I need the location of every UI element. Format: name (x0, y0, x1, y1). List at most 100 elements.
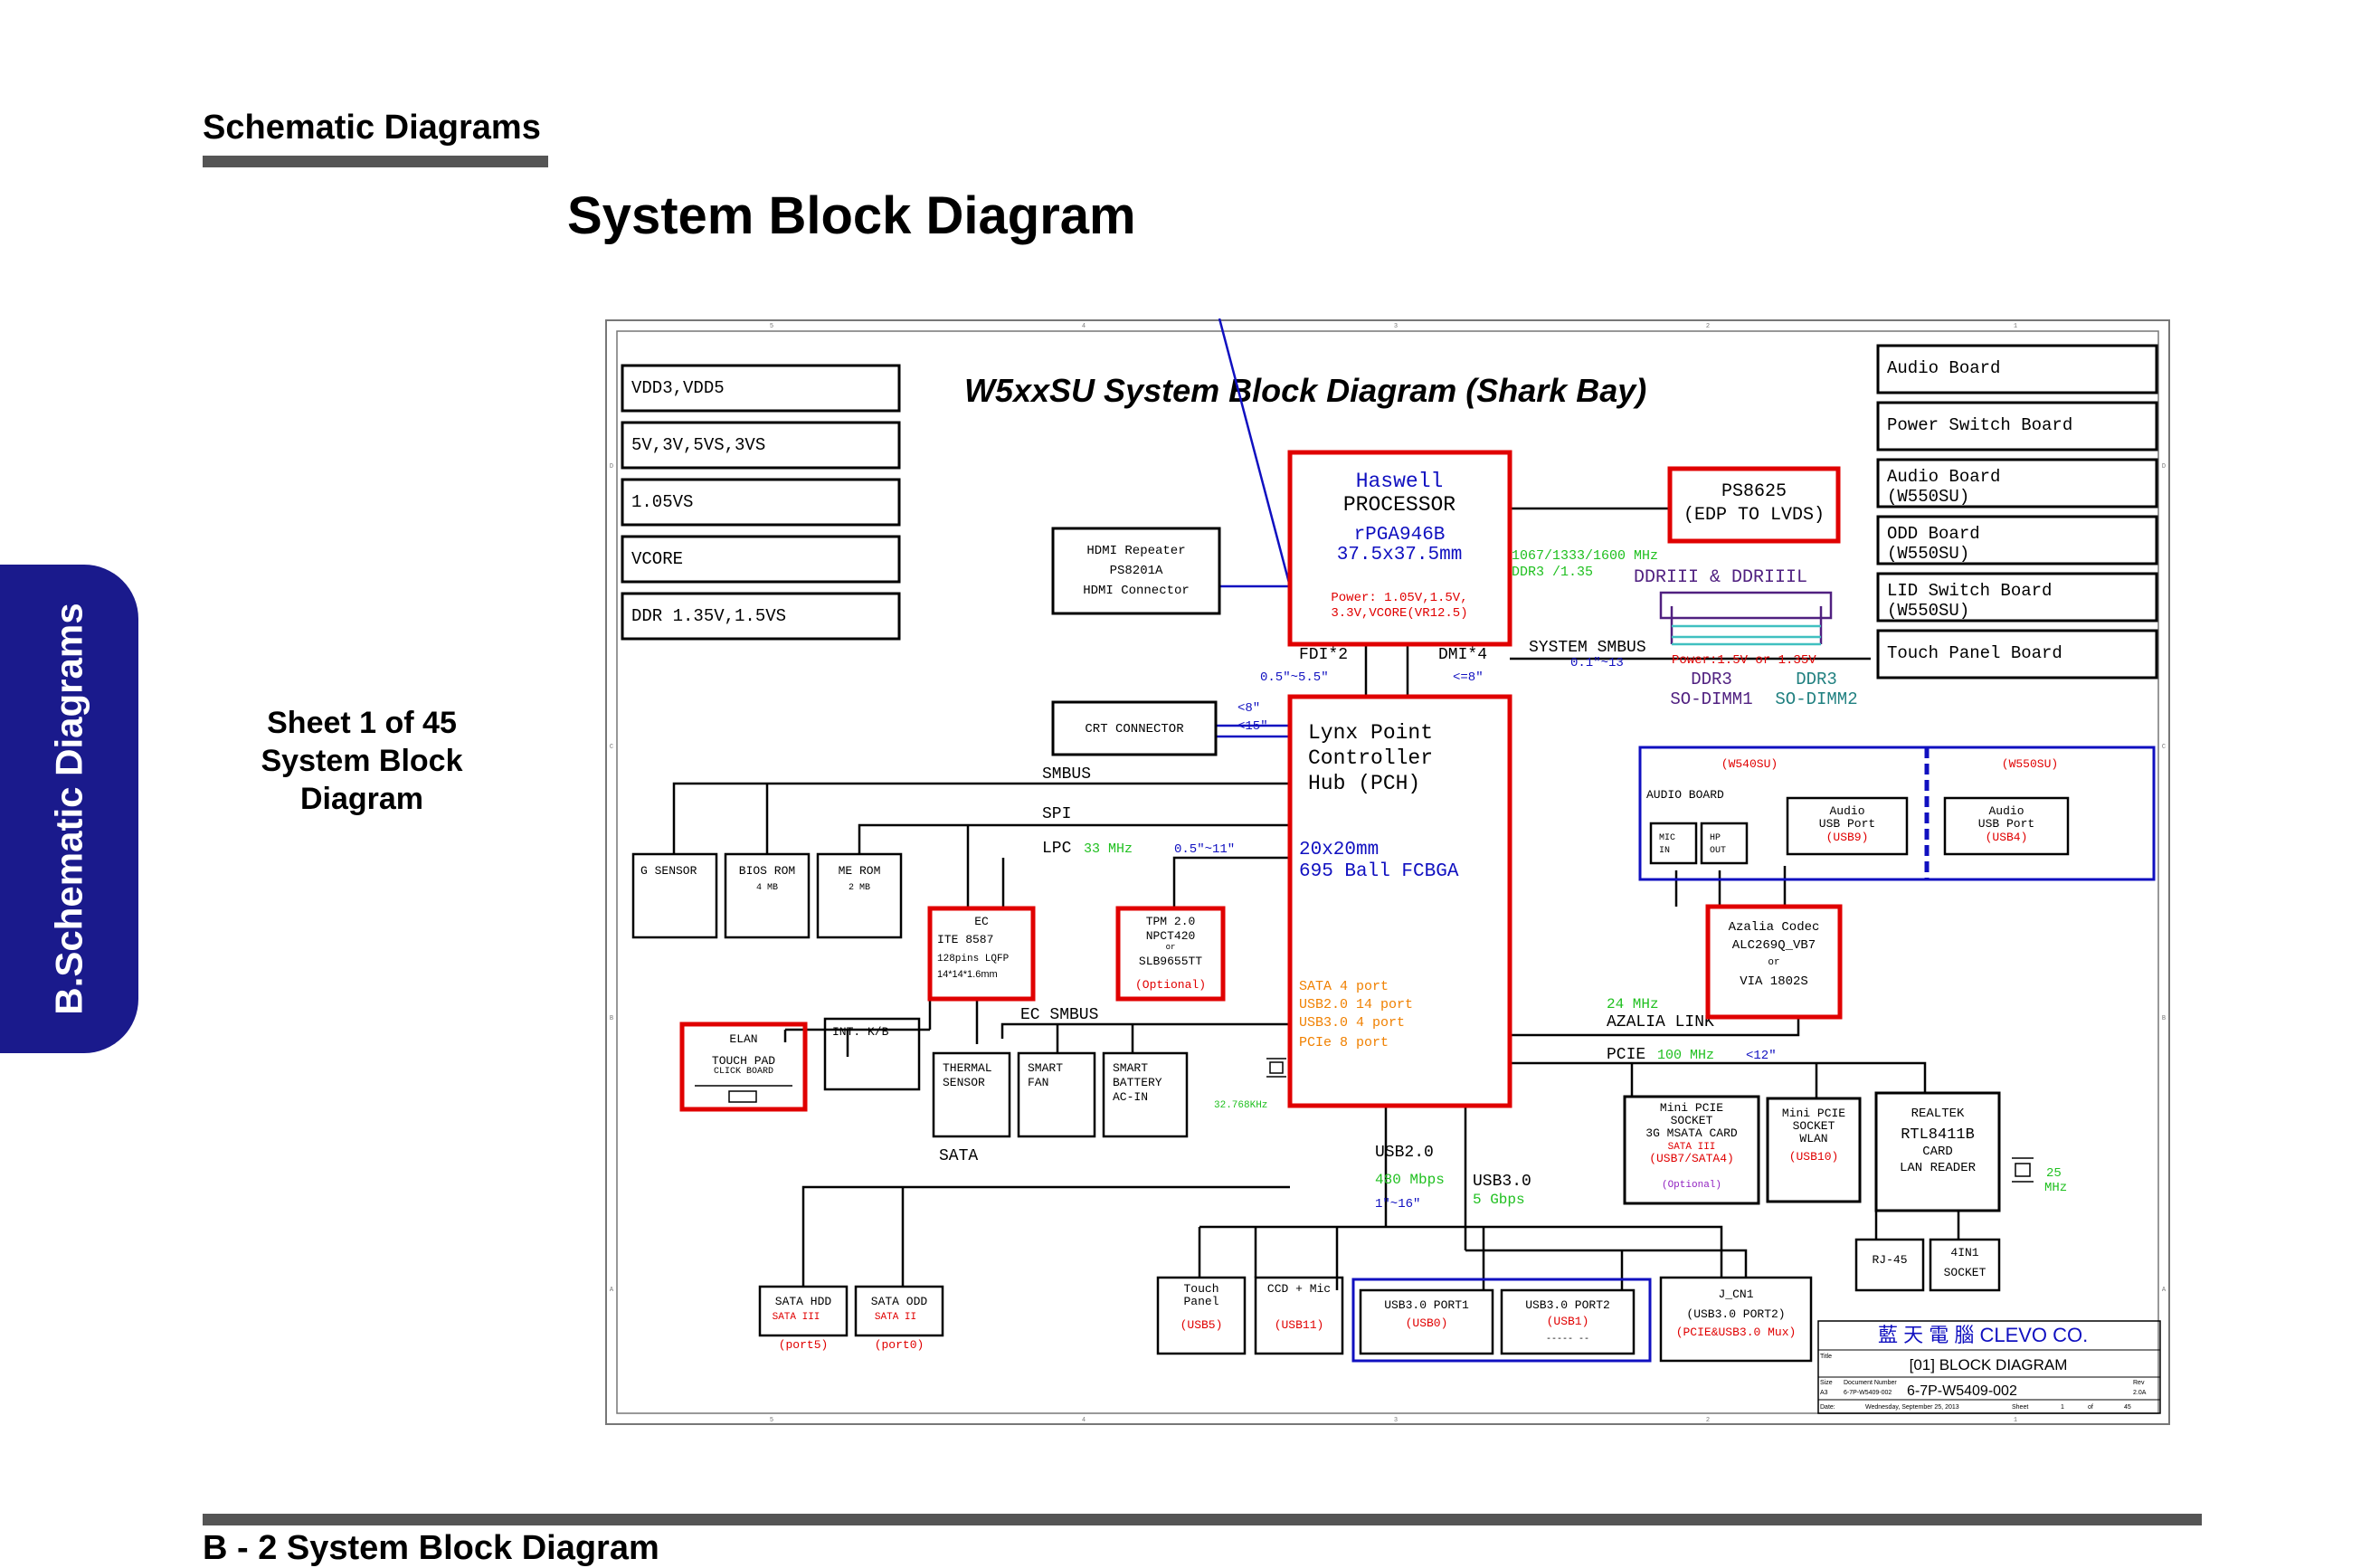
hdmi-label: HDMI Repeater (1086, 544, 1185, 558)
ccd-label: CCD + Mic (1267, 1282, 1331, 1296)
date-value: Wednesday, September 25, 2013 (1865, 1404, 1959, 1411)
ddr-volt: DDR3 /1.35 (1512, 565, 1593, 580)
border-num: 1 (2014, 1417, 2017, 1424)
ps8625-block: PS8625 (EDP TO LVDS) (1667, 466, 1841, 544)
jcn1-label: J_CN1 (1718, 1288, 1753, 1301)
smbus-length: 0.1"~13 (1570, 656, 1624, 670)
link-labels: FDI*2 DMI*4 0.5"~5.5" <=8" SYSTEM SMBUS … (939, 639, 2067, 1212)
side-tab-label: B.Schematic Diagrams (47, 603, 90, 1015)
ec-label: EC (974, 915, 989, 928)
hdmi-block: HDMI Repeater PS8201A HDMI Connector (1051, 527, 1221, 615)
usb2-speed: 480 Mbps (1375, 1172, 1445, 1188)
msata-label: (USB7/SATA4) (1649, 1152, 1734, 1165)
title-label: Title (1820, 1354, 1832, 1360)
tpm-label: TPM 2.0 (1146, 915, 1196, 928)
audio-usb4-label: (USB4) (1986, 831, 2028, 844)
codec-label: Azalia Codec (1729, 920, 1820, 935)
border-letter: D (610, 463, 613, 470)
bus-lines (672, 507, 1960, 1290)
pch-label: Lynx Point (1308, 721, 1433, 745)
elan-label: TOUCH PAD (712, 1054, 775, 1068)
crt-length: <15" (1237, 719, 1268, 734)
tpm-label: NPCT420 (1146, 929, 1196, 943)
side-tab[interactable]: B.Schematic Diagrams (0, 565, 138, 1053)
cpu-power: Power: 1.05V,1.5V, (1331, 591, 1467, 605)
battery-label: SMART (1113, 1061, 1148, 1075)
elan-block: ELAN TOUCH PAD CLICK BOARD (679, 1022, 808, 1112)
azalia-label: AZALIA LINK (1607, 1013, 1714, 1031)
frame-outer (605, 319, 2170, 1425)
lan-label: RTL8411B (1901, 1126, 1975, 1144)
border-num: 4 (1082, 323, 1086, 330)
msata-label: Mini PCIE (1660, 1101, 1723, 1115)
sheet-value: 1 (2061, 1404, 2064, 1411)
ec-block: EC ITE 8587 128pins LQFP 14*14*1.6mm (927, 906, 1036, 1002)
board-label: ODD Board (1887, 524, 1980, 544)
usb3-label: USB3.0 (1473, 1173, 1531, 1191)
pch-feature: USB2.0 14 port (1299, 997, 1413, 1012)
lan-block: REALTEK RTL8411B CARD LAN READER (1874, 1091, 2001, 1212)
company-name: 藍 天 電 腦 CLEVO CO. (1878, 1324, 2088, 1346)
touch-panel-label: Touch (1183, 1282, 1218, 1296)
msata-label: SOCKET (1671, 1114, 1713, 1127)
usb-port1-label: USB3.0 PORT1 (1384, 1298, 1469, 1312)
pcie-length: <12" (1746, 1049, 1777, 1063)
pch-package: 695 Ball FCBGA (1299, 861, 1459, 882)
ec-label: 14*14*1.6mm (937, 969, 998, 980)
pcie-label: PCIE (1607, 1046, 1645, 1064)
usb-port1-label: (USB0) (1406, 1316, 1448, 1330)
bios-rom-size: 4 MB (756, 883, 778, 893)
fan-label: FAN (1028, 1076, 1048, 1089)
pch-feature: USB3.0 4 port (1299, 1015, 1405, 1031)
rail-box (621, 364, 901, 413)
border-num: 5 (770, 323, 773, 330)
sata-label: SATA (939, 1147, 978, 1165)
rail-box (621, 535, 901, 584)
size-value: A3 (1820, 1390, 1828, 1396)
border-num: 4 (1082, 1417, 1086, 1424)
doc-number: 6-7P-W5409-002 (1907, 1383, 2017, 1399)
usb3-speed: 5 Gbps (1473, 1192, 1525, 1208)
rom-blocks: G SENSOR BIOS ROM 4 MB ME ROM 2 MB (631, 852, 903, 939)
rail-box (621, 421, 901, 470)
lan-label: LAN READER (1900, 1161, 1977, 1175)
tpm-label: (Optional) (1135, 978, 1206, 992)
rail-label: DDR 1.35V,1.5VS (631, 606, 786, 626)
pch-feature: SATA 4 port (1299, 979, 1389, 994)
crt-length: <8" (1237, 701, 1260, 716)
lan-label: REALTEK (1911, 1107, 1965, 1121)
ec-label: 128pins LQFP (937, 954, 1010, 965)
azalia-freq: 24 MHz (1607, 996, 1659, 1012)
codec-label: VIA 1802S (1740, 974, 1808, 989)
board-box (1876, 629, 2158, 679)
keyboard-label: INT. K/B (832, 1025, 889, 1039)
touch-panel-label: (USB5) (1181, 1318, 1223, 1332)
rail-label: 1.05VS (631, 492, 693, 512)
rail-label: VCORE (631, 549, 683, 569)
tpm-label: SLB9655TT (1139, 955, 1202, 968)
tpm-label: or (1166, 943, 1176, 952)
wlan-label: Mini PCIE (1782, 1107, 1845, 1120)
usb-devices: Touch Panel (USB5) CCD + Mic (USB11) USB… (1156, 1276, 1813, 1363)
border-letter: B (2162, 1015, 2166, 1022)
crystal-25-unit: MHz (2044, 1181, 2067, 1195)
crt-label: CRT CONNECTOR (1085, 722, 1184, 736)
ec-smbus-label: EC SMBUS (1020, 1006, 1098, 1024)
wlan-label: WLAN (1799, 1132, 1827, 1145)
ccd-label: (USB11) (1275, 1318, 1324, 1332)
ec-peripherals: THERMAL SENSOR SMART FAN SMART BATTERY A… (932, 1051, 1189, 1138)
wlan-label: (USB10) (1789, 1150, 1839, 1164)
border-num: 2 (1706, 1417, 1710, 1424)
sheet-label: Sheet (2012, 1404, 2028, 1411)
codec-block: Azalia Codec ALC269Q_VB7 or VIA 1802S (1705, 904, 1843, 1020)
thermal-label: SENSOR (943, 1076, 985, 1089)
lpc-freq: 33 MHz (1084, 841, 1133, 857)
odd-port: (port0) (875, 1338, 925, 1352)
ddr-bus (1659, 591, 1833, 646)
board-box (1876, 401, 2158, 451)
sheet-note-line: Sheet 1 of 45 (267, 706, 457, 740)
border-letter: D (2162, 463, 2166, 470)
crt-block: CRT CONNECTOR (1051, 700, 1218, 756)
mic-in-label: IN (1659, 846, 1670, 856)
sheet-note-line: System Block (261, 744, 463, 778)
